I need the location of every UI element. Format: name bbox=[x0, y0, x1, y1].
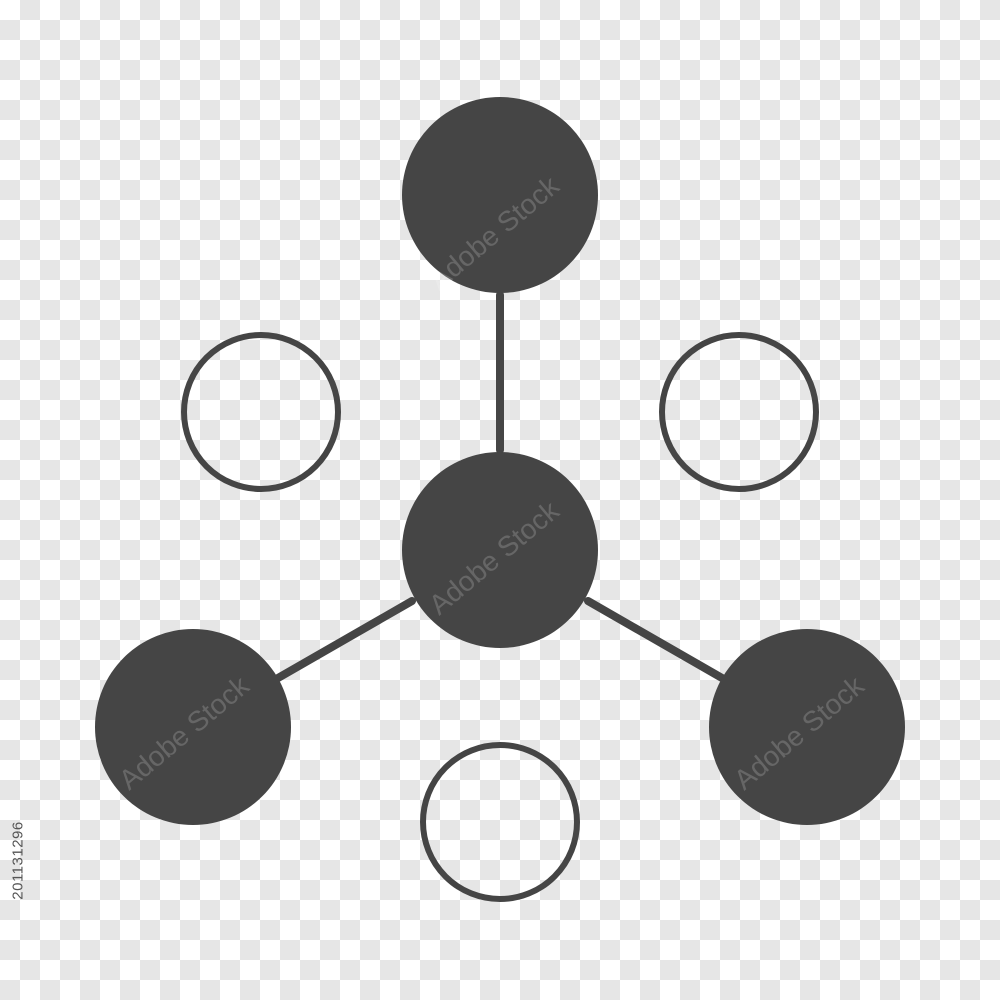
stock-id-text: 201131296 bbox=[9, 820, 27, 900]
node-top bbox=[402, 97, 598, 293]
connector-center-bottom-right bbox=[584, 597, 726, 682]
node-bottom-right bbox=[709, 629, 905, 825]
outline-node-upper-left bbox=[181, 332, 341, 492]
outline-node-upper-right bbox=[659, 332, 819, 492]
outline-node-bottom bbox=[420, 742, 580, 902]
node-center bbox=[402, 452, 598, 648]
connector-center-bottom-left bbox=[274, 597, 416, 682]
node-bottom-left bbox=[95, 629, 291, 825]
stock-id-label: 201131296 bbox=[4, 760, 32, 960]
